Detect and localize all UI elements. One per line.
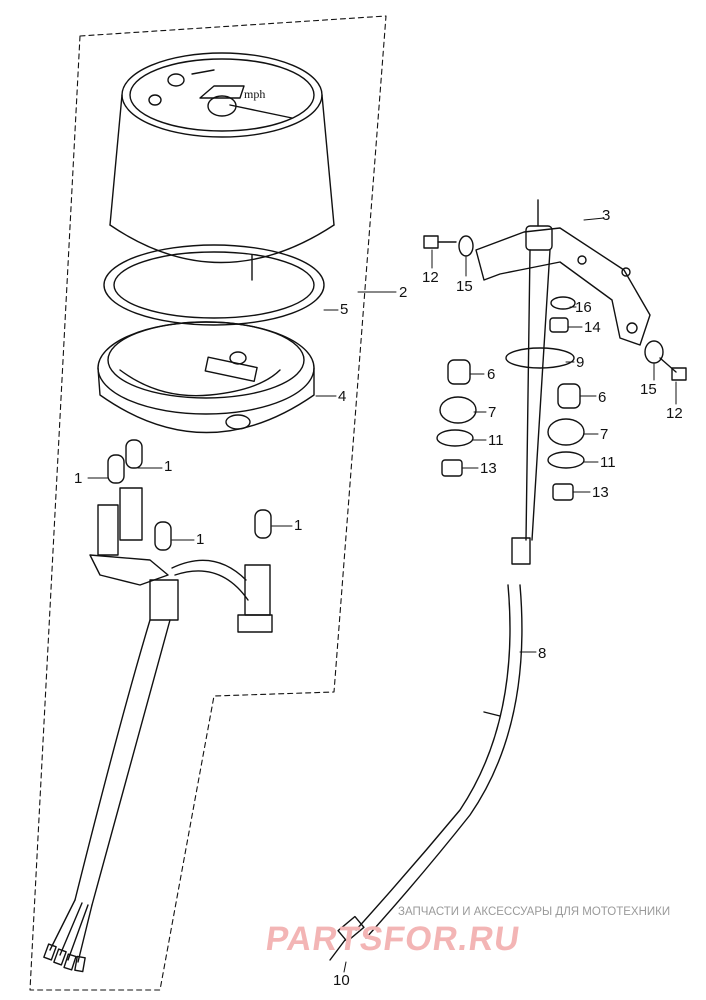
callout-1: 1 [164,458,173,475]
watermark-logo: PARTSFOR.RU [263,920,522,958]
callout-6: 6 [598,389,607,406]
rubber-6a [447,359,471,385]
watermark-subtitle: ЗАПЧАСТИ И АКСЕССУАРЫ ДЛЯ МОТОТЕХНИКИ [398,906,671,918]
callout-13: 13 [480,460,497,477]
callout-2: 2 [399,284,408,301]
washer-15b [644,340,664,364]
callout-1: 1 [74,470,83,487]
callout-3: 3 [602,207,611,224]
callout-7: 7 [600,426,609,443]
washer-15a [458,235,474,257]
nut-13b [552,483,574,501]
washer-11b [547,451,585,469]
bulb-1a [107,454,125,484]
nut-13a [441,459,463,477]
assembly-boundary [29,15,387,991]
callout-1: 1 [196,531,205,548]
bracket [475,227,651,346]
callout-12: 12 [666,405,683,422]
rim-ring [103,244,325,326]
callout-14: 14 [584,319,601,336]
damper-7b [547,418,585,446]
callout-5: 5 [340,301,349,318]
leader-lines [87,217,677,973]
callout-6: 6 [487,366,496,383]
callout-15: 15 [456,278,473,295]
speedometer-housing [109,52,335,281]
svg-text:PARTSFOR.RU: PARTSFOR.RU [263,920,522,958]
callout-13: 13 [592,484,609,501]
gearbox [505,199,575,565]
callout-9: 9 [576,354,585,371]
wiring-harness [43,619,171,973]
socket-cluster [89,487,273,633]
case-bottom [97,321,315,434]
rubber-6b [557,383,581,409]
callout-12: 12 [422,269,439,286]
callout-1: 1 [294,517,303,534]
callout-4: 4 [338,388,347,405]
bolt-12b [659,357,687,381]
dial-label: mph [244,87,265,101]
callout-7: 7 [488,404,497,421]
bulb-1d [254,509,272,539]
washer-11a [436,429,474,447]
speedometer-cable [329,584,523,961]
bulb-1c [154,521,172,551]
callout-8: 8 [538,645,547,662]
bulb-1b [125,439,143,469]
callout-11: 11 [600,454,616,471]
washer-16 [550,296,576,310]
nut-14 [549,317,569,333]
callout-16: 16 [575,299,592,316]
callout-11: 11 [488,432,504,449]
callout-15: 15 [640,381,657,398]
callout-10: 10 [333,972,350,989]
damper-7a [439,396,477,424]
bolt-12a [423,235,457,249]
